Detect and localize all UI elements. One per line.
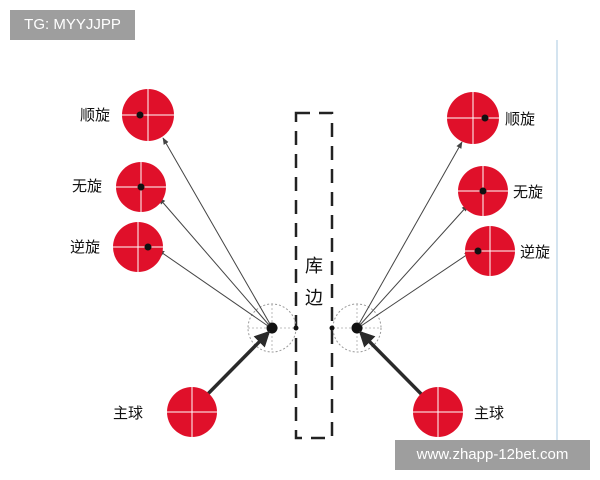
right-topspin-ball <box>447 92 499 144</box>
right-contact-point <box>351 322 363 334</box>
left-arrow-topspin <box>162 137 271 325</box>
left-label-backspin: 逆旋 <box>70 238 100 256</box>
left-label-nospin: 无旋 <box>72 177 102 195</box>
right-label-cue-ball: 主球 <box>474 404 504 422</box>
right-backspin-ball <box>465 226 515 276</box>
right-label-topspin: 顺旋 <box>505 110 535 128</box>
cushion-label-2: 边 <box>305 288 323 309</box>
left-arrow-backspin <box>157 249 269 327</box>
right-cue-ball <box>413 387 463 437</box>
right-arrow-nospin <box>359 204 469 326</box>
right-cushion-dot <box>329 325 335 331</box>
cushion-label-1: 库 <box>305 256 323 277</box>
left-topspin-ball <box>122 89 174 141</box>
left-label-cue-ball: 主球 <box>113 404 143 422</box>
left-cue-ball <box>167 387 217 437</box>
right-arrow-backspin <box>360 251 472 327</box>
right-arrow-topspin <box>358 141 463 325</box>
left-contact-point <box>266 322 278 334</box>
watermark-bottom: www.zhapp-12bet.com <box>395 440 590 470</box>
left-cushion-dot <box>293 325 299 331</box>
left-label-topspin: 顺旋 <box>80 106 110 124</box>
left-arrow-nospin <box>158 197 270 326</box>
left-backspin-ball <box>113 222 163 272</box>
right-label-nospin: 无旋 <box>513 183 543 201</box>
left-nospin-ball <box>116 162 166 212</box>
watermark-top: TG: MYYJJPP <box>10 10 135 40</box>
right-nospin-ball <box>458 166 508 216</box>
cushion <box>294 111 334 440</box>
right-label-backspin: 逆旋 <box>520 243 550 261</box>
